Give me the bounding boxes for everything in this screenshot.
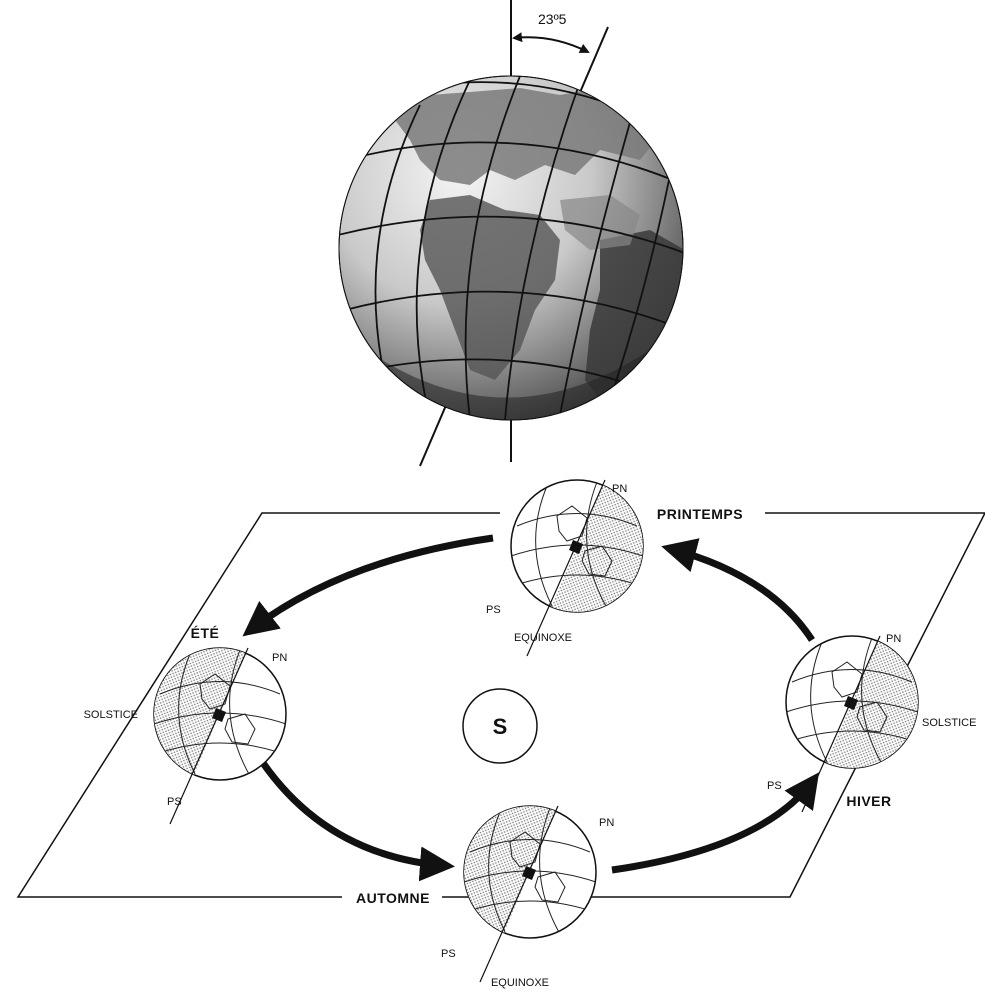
tilted-globe: 23º5 xyxy=(330,0,700,466)
printemps-ps-label: PS xyxy=(486,604,501,616)
ete-event-label: SOLSTICE xyxy=(84,709,138,721)
ete-season-label: ÉTÉ xyxy=(191,625,220,641)
hiver-ps-label: PS xyxy=(767,780,782,792)
globe-automne xyxy=(443,785,596,982)
ete-pn-label: PN xyxy=(272,652,287,664)
printemps-pn-label: PN xyxy=(612,483,627,495)
orbit-plane: S PN PRINTEMPS PS EQUINOXE xyxy=(18,480,985,989)
automne-event-label: EQUINOXE xyxy=(491,977,549,989)
automne-pn-label: PN xyxy=(599,817,614,829)
orbit-arrow-printemps-to-ete xyxy=(248,538,493,632)
tilt-angle-label: 23º5 xyxy=(538,11,567,27)
tilt-angle-arc xyxy=(514,37,588,52)
globe-printemps xyxy=(511,480,664,656)
sun-label: S xyxy=(493,714,508,739)
printemps-season-label: PRINTEMPS xyxy=(657,506,743,522)
sun: S xyxy=(463,689,537,763)
hiver-pn-label: PN xyxy=(886,633,901,645)
automne-ps-label: PS xyxy=(441,948,456,960)
printemps-event-label: EQUINOXE xyxy=(514,632,572,644)
globe-ete xyxy=(133,627,286,824)
orbit-arrow-automne-to-hiver xyxy=(612,778,815,870)
automne-season-label: AUTOMNE xyxy=(356,890,430,906)
orbit-arrow-hiver-to-printemps xyxy=(668,548,812,640)
hiver-event-label: SOLSTICE xyxy=(922,717,976,729)
ete-ps-label: PS xyxy=(167,796,182,808)
hiver-season-label: HIVER xyxy=(846,793,891,809)
